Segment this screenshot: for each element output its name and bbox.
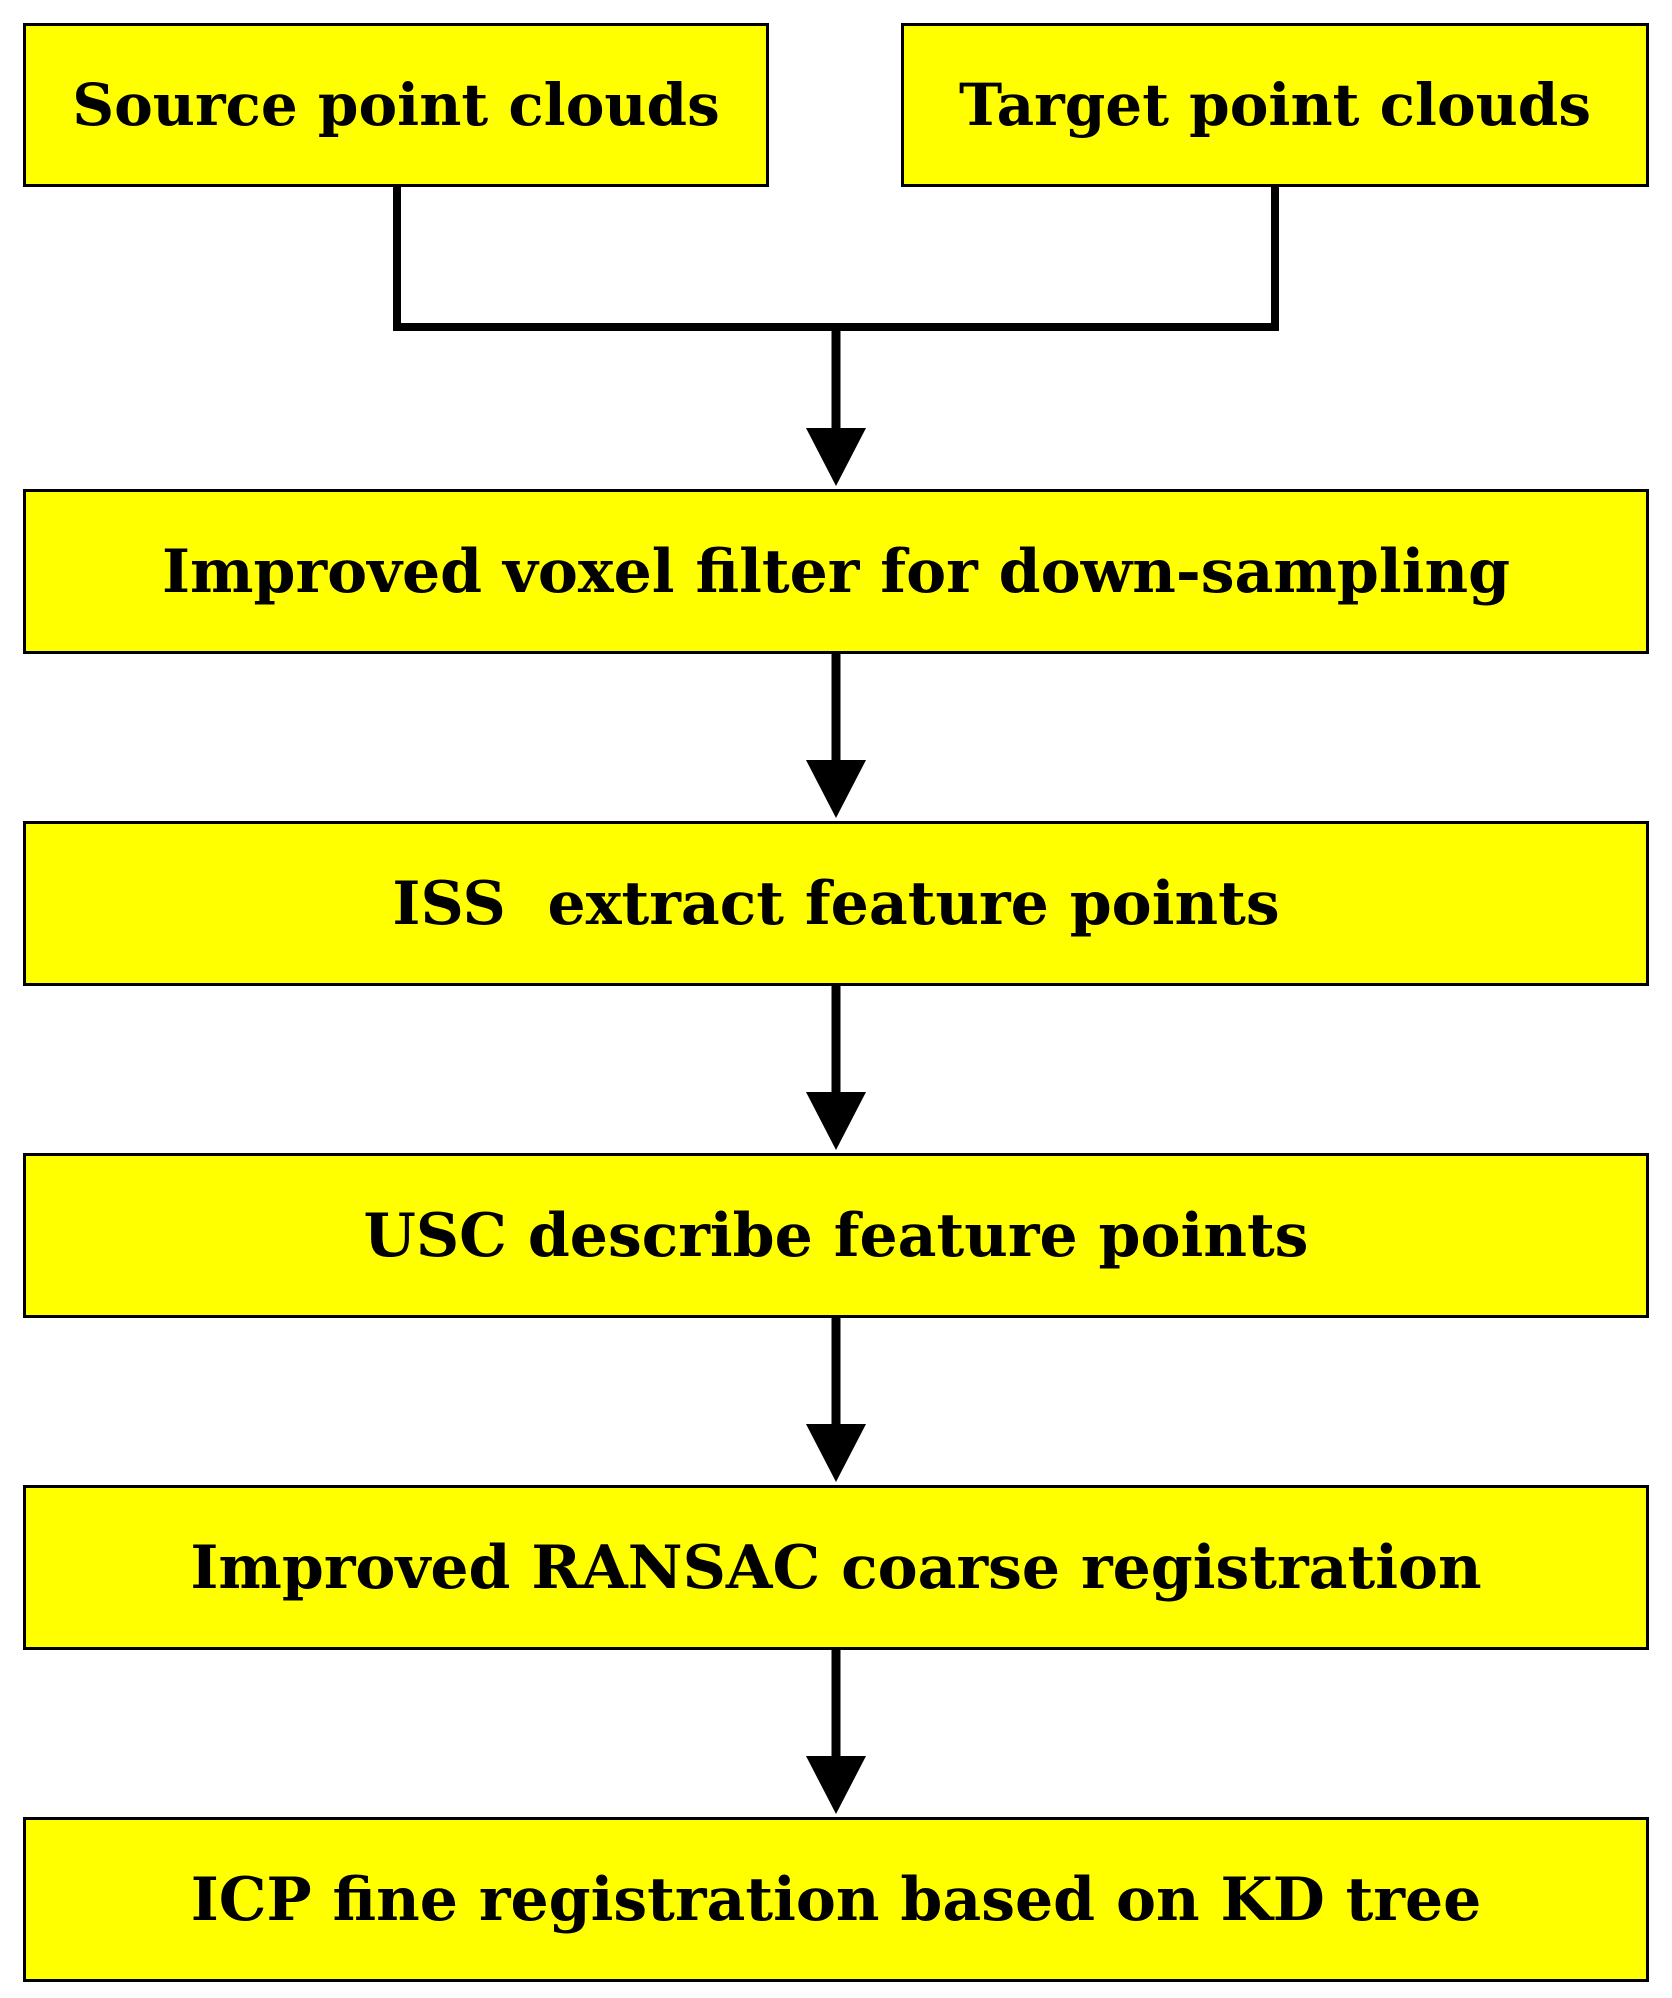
voxel-filter-step: Improved voxel filter for down-sampling [23, 489, 1649, 654]
source-point-clouds-box: Source point clouds [23, 23, 769, 187]
target-point-clouds-box: Target point clouds [901, 23, 1649, 187]
voxel-filter-label: Improved voxel filter for down-sampling [161, 536, 1511, 607]
arrow-2-head [806, 1092, 866, 1150]
iss-feature-extraction-step: ISS extract feature points [23, 821, 1649, 986]
usc-description-label: USC describe feature points [363, 1200, 1309, 1271]
target-point-clouds-label: Target point clouds [958, 71, 1592, 139]
arrow-4-head [806, 1756, 866, 1814]
ransac-coarse-registration-label: Improved RANSAC coarse registration [190, 1532, 1482, 1603]
ransac-coarse-registration-step: Improved RANSAC coarse registration [23, 1485, 1649, 1650]
iss-feature-extraction-label: ISS extract feature points [392, 868, 1280, 939]
source-connector [393, 184, 836, 331]
icp-fine-registration-label: ICP fine registration based on KD tree [190, 1864, 1482, 1935]
target-connector [836, 184, 1279, 331]
arrow-1-head [806, 760, 866, 818]
icp-fine-registration-step: ICP fine registration based on KD tree [23, 1817, 1649, 1982]
arrow-3-head [806, 1424, 866, 1482]
merge-arrow-head [806, 428, 866, 486]
usc-description-step: USC describe feature points [23, 1153, 1649, 1318]
source-point-clouds-label: Source point clouds [72, 71, 720, 139]
